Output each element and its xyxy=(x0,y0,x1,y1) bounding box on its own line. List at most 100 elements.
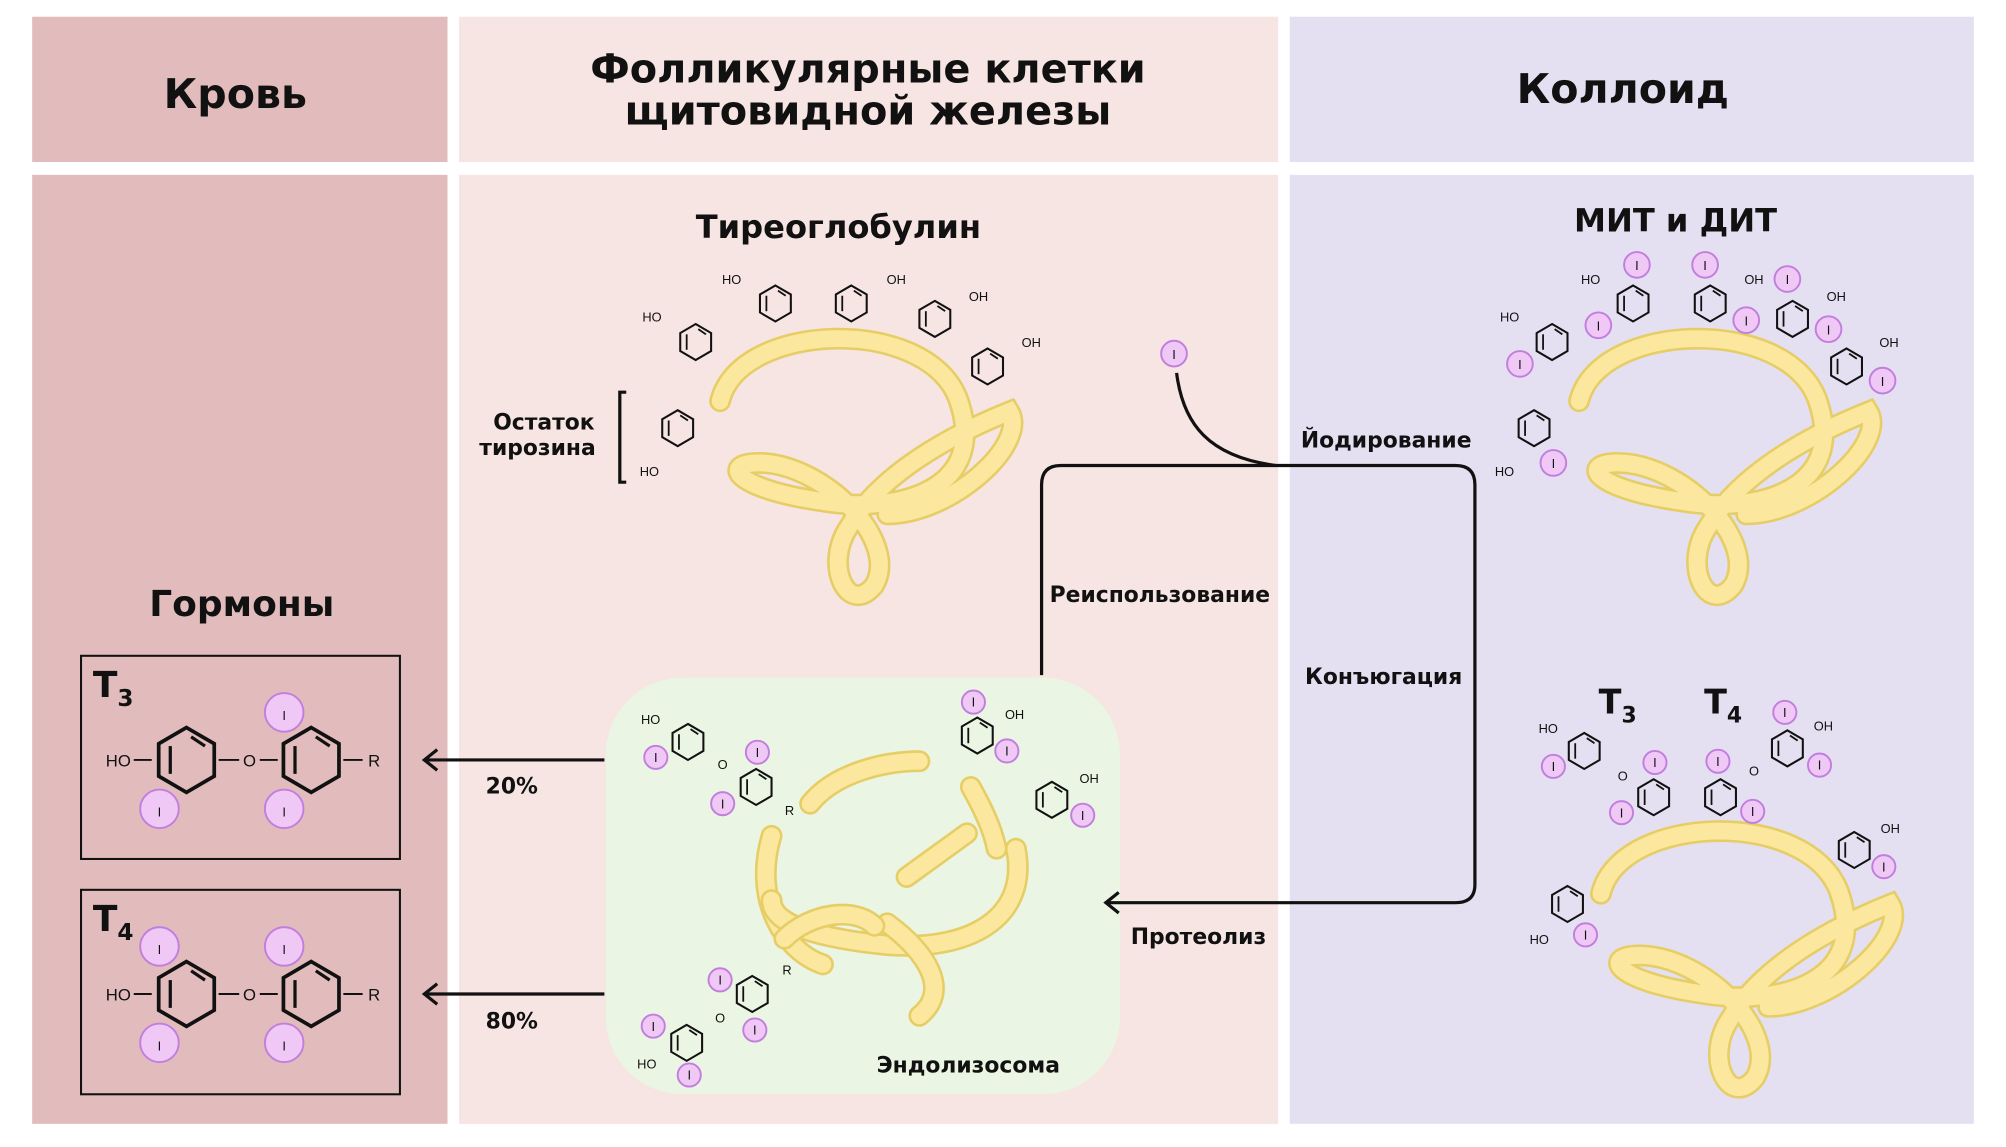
iodine-symbol: I xyxy=(1653,755,1657,770)
t4-box-label: T4 xyxy=(93,899,134,946)
iodine-atom-icon: I xyxy=(676,1062,702,1088)
blood-title: Кровь xyxy=(164,70,307,118)
iodine-symbol: I xyxy=(1620,805,1624,820)
chem-label-ho: HO xyxy=(642,309,661,324)
chem-label-ho: HO xyxy=(641,712,660,727)
t3-structure-box xyxy=(79,654,401,860)
chem-label-o: O xyxy=(1618,769,1628,784)
iodine-atom-icon: I xyxy=(742,1017,768,1043)
chem-label-ho: HO xyxy=(106,985,131,1004)
iodine-atom-icon: I xyxy=(994,738,1020,764)
iodine-atom-icon: I xyxy=(1642,749,1668,776)
iodination-conjugation-proteolysis-cycle xyxy=(1039,463,1477,905)
iodine-atom-icon: I xyxy=(744,739,770,765)
chem-label-ho: HO xyxy=(722,272,741,287)
chem-label-o: O xyxy=(243,985,256,1004)
iodine-atom-icon: I xyxy=(263,1022,305,1064)
conjugation-label: Конъюгация xyxy=(1305,665,1462,690)
follicular-title-line1: Фолликулярные клетки xyxy=(590,46,1145,92)
iodine-atom-icon: I xyxy=(1608,800,1635,826)
iodine-atom-icon: I xyxy=(263,926,305,967)
iodine-atom-icon: I xyxy=(640,1013,666,1039)
chem-label-ho: HO xyxy=(640,464,659,479)
chem-label-r: R xyxy=(785,803,794,818)
t4-structure-box xyxy=(79,888,401,1096)
chem-label-oh: OH xyxy=(1881,821,1900,836)
iodine-symbol: I xyxy=(1172,347,1176,362)
iodine-atom-icon: I xyxy=(960,689,986,715)
t3-percent: 20% xyxy=(486,774,538,799)
chem-label-ho: HO xyxy=(1539,721,1558,736)
chem-label-oh: OH xyxy=(1744,272,1763,287)
iodine-symbol: I xyxy=(721,796,725,811)
hormones-label: Гормоны xyxy=(149,584,334,625)
chem-label-oh: OH xyxy=(887,272,906,287)
thyroglobulin-fragments xyxy=(754,750,1029,1027)
iodine-symbol: I xyxy=(282,1039,286,1054)
iodine-symbol: I xyxy=(282,708,286,723)
iodine-symbol: I xyxy=(1552,759,1556,774)
iodine-atom-icon: I xyxy=(1070,802,1096,828)
iodine-atom-icon: I xyxy=(1814,315,1843,344)
iodine-atom-icon: I xyxy=(1623,251,1651,279)
follicular-title-line2: щитовидной железы xyxy=(625,89,1112,135)
iodine-symbol: I xyxy=(282,805,286,820)
chem-label-ho: HO xyxy=(637,1057,656,1072)
iodine-symbol: I xyxy=(158,942,162,957)
iodine-atom-icon: I xyxy=(1773,265,1802,293)
iodine-uptake-line xyxy=(1174,372,1276,468)
t4-release-arrow xyxy=(421,982,605,1006)
iodination-label: Йодирование xyxy=(1301,427,1472,453)
iodine-symbol: I xyxy=(687,1068,691,1083)
iodine-symbol: I xyxy=(654,750,658,765)
iodine-symbol: I xyxy=(1827,322,1831,337)
endolysosome-label: Эндолизосома xyxy=(877,1053,1060,1078)
chem-label-oh: OH xyxy=(1080,771,1099,786)
chem-label-o: O xyxy=(243,751,256,770)
colloid-header-panel xyxy=(1289,16,1974,163)
colloid-title: Коллоид xyxy=(1517,65,1729,113)
iodine-atom-icon: I xyxy=(1539,449,1568,477)
iodine-symbol: I xyxy=(972,695,976,710)
iodine-atom-icon: I xyxy=(643,744,669,770)
iodine-symbol: I xyxy=(718,972,722,987)
t3-release-arrow xyxy=(421,748,605,772)
iodine-symbol: I xyxy=(1635,258,1639,273)
iodine-atom-icon: I xyxy=(1806,752,1833,778)
mit-dit-label: МИТ и ДИТ xyxy=(1574,201,1777,239)
reuse-label: Реиспользование xyxy=(1050,583,1270,608)
chem-label-ho: HO xyxy=(106,751,131,770)
iodine-atom-icon: I xyxy=(1160,339,1188,368)
iodine-atom-icon: I xyxy=(1691,251,1719,279)
iodine-atom-icon: I xyxy=(1732,306,1761,335)
chem-label-r: R xyxy=(368,985,380,1004)
iodine-atom-icon: I xyxy=(263,692,305,733)
iodine-symbol: I xyxy=(651,1019,655,1034)
chem-label-r: R xyxy=(368,751,380,770)
iodine-atom-icon: I xyxy=(707,967,733,993)
t4-percent: 80% xyxy=(486,1010,538,1035)
iodine-symbol: I xyxy=(158,1039,162,1054)
iodine-atom-icon: I xyxy=(263,788,305,830)
chem-label-oh: OH xyxy=(1814,718,1833,733)
chem-label-ho: HO xyxy=(1581,272,1600,287)
iodine-symbol: I xyxy=(1882,859,1886,874)
chem-label-o: O xyxy=(715,1010,725,1025)
tyrosine-bracket xyxy=(618,390,627,484)
iodine-atom-icon: I xyxy=(710,791,736,817)
iodine-symbol: I xyxy=(1751,804,1755,819)
iodine-atom-icon: I xyxy=(1584,311,1613,340)
iodine-symbol: I xyxy=(158,805,162,820)
iodine-atom-icon: I xyxy=(1871,854,1897,880)
t3-box-label: T3 xyxy=(93,665,134,712)
iodine-atom-icon: I xyxy=(1772,699,1798,725)
iodine-symbol: I xyxy=(1881,374,1885,389)
iodine-symbol: I xyxy=(1552,456,1556,471)
iodine-symbol: I xyxy=(1081,808,1085,823)
chem-label-r: R xyxy=(782,963,791,978)
iodine-symbol: I xyxy=(756,745,760,760)
iodine-symbol: I xyxy=(1005,744,1009,759)
chem-label-ho: HO xyxy=(1500,309,1519,324)
